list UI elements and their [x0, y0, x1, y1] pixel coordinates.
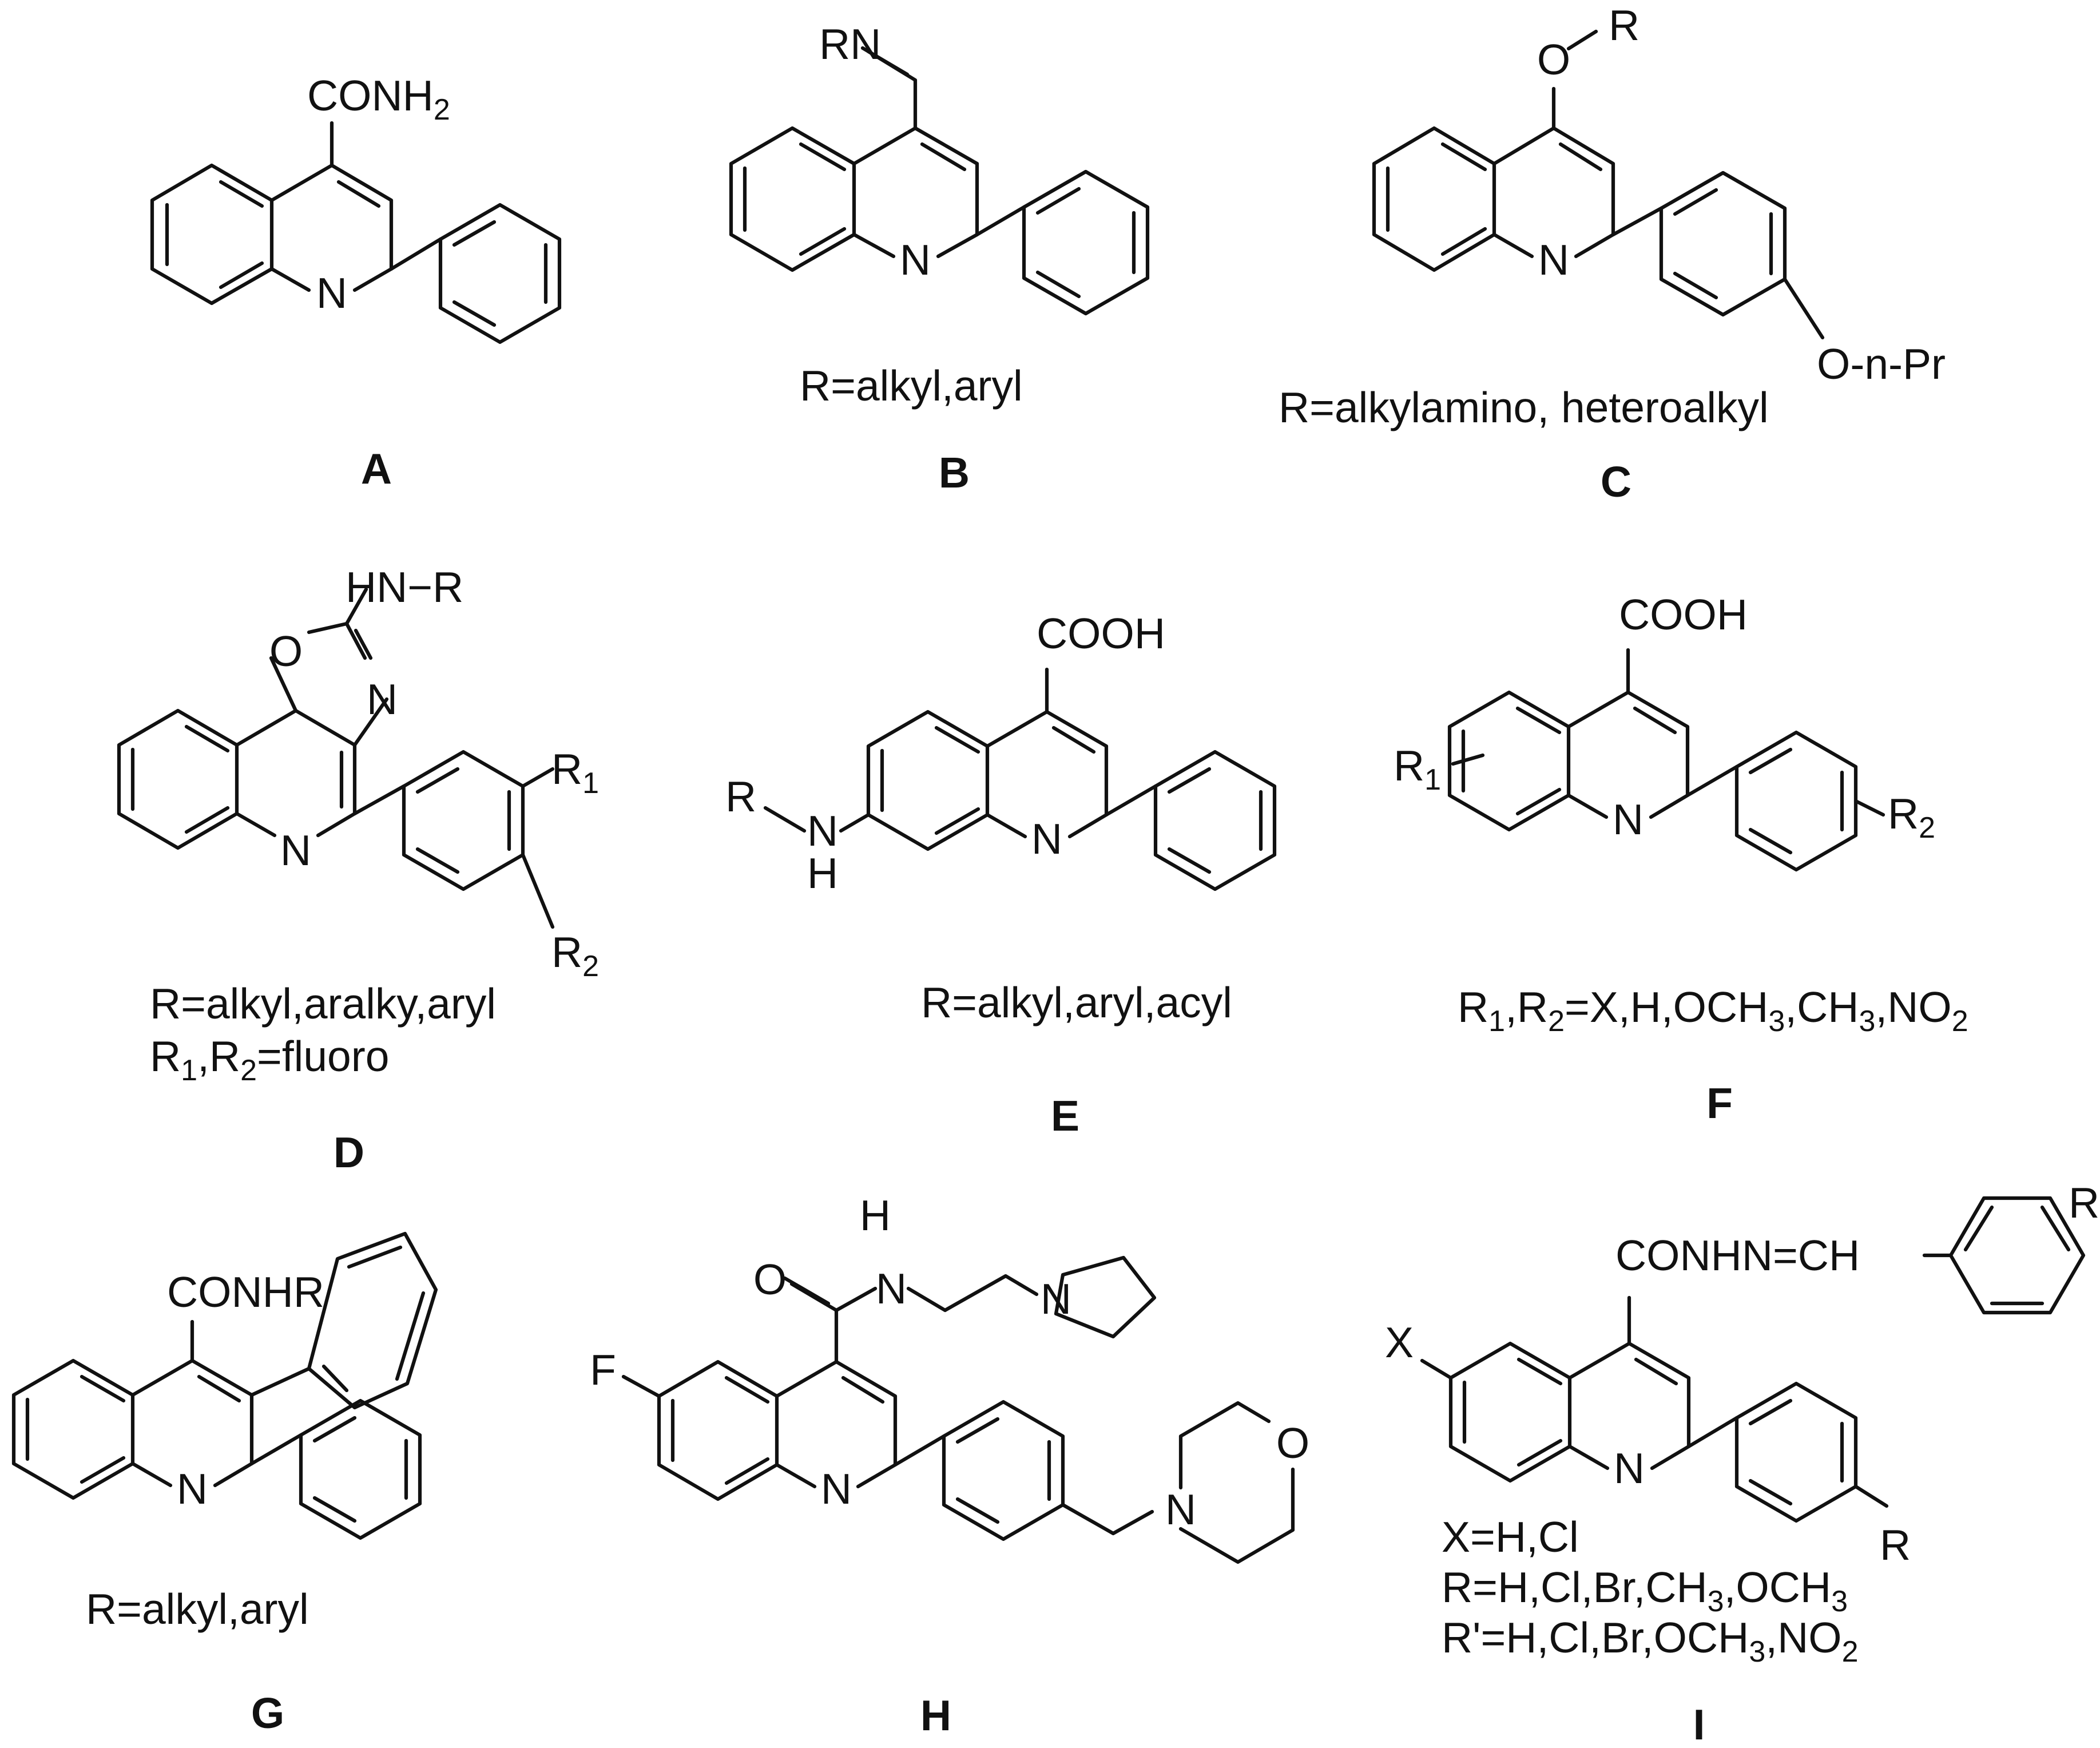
nitrogen-atom: N: [1613, 795, 1644, 843]
r1-substituent: R1: [551, 745, 599, 800]
r2-substituent: R2: [551, 928, 599, 983]
amide-nitrogen: N: [876, 1265, 907, 1313]
benzo-ring: [657, 1359, 779, 1501]
phenyl-ring: [1734, 1381, 1858, 1523]
phenyl-ring: [1659, 171, 1787, 317]
phenyl-ring: [438, 203, 562, 344]
oxazole-oxygen: O: [269, 627, 303, 675]
nitrogen-atom: N: [900, 236, 931, 284]
x-substituent: X: [1385, 1318, 1414, 1366]
r-caption: R=H,Cl,Br,CH3,OCH3: [1442, 1563, 1848, 1618]
benzo-ring: [729, 126, 856, 272]
amide-hydrogen: H: [860, 1191, 891, 1239]
nitrogen-atom: N: [177, 1465, 208, 1513]
benzo-ring: [866, 709, 990, 851]
benzo-ring: [11, 1358, 135, 1500]
hydrazone-chain: CONHN=CH: [1615, 1231, 1860, 1279]
morpholine-oxygen: O: [1276, 1419, 1309, 1467]
phenyl-ring: [1734, 730, 1858, 872]
nitrogen-atom: N: [316, 269, 347, 317]
benzo-ring: [150, 163, 274, 306]
compound-d: HN−R O N N R1 R2 R=alkyl,aralky,aryl R1,…: [117, 563, 599, 1176]
compound-label: B: [939, 449, 970, 497]
r-group-caption: R=alkylamino, heteroalkyl: [1279, 383, 1769, 431]
phenyl-ring-3: [307, 1231, 438, 1410]
phenyl-ring: [1153, 750, 1277, 891]
oxygen-atom: O: [1537, 35, 1570, 84]
phenyl-ring: [402, 750, 525, 891]
compound-label: H: [920, 1691, 951, 1739]
nitrogen-atom: N: [1538, 236, 1569, 284]
r-prime-caption: R'=H,Cl,Br,OCH3,NO2: [1442, 1614, 1859, 1668]
amide-group: CONHR: [167, 1268, 324, 1316]
imine-group: RN: [819, 20, 881, 68]
nitrogen-atom: N: [1031, 815, 1062, 863]
r-substituent: R: [1880, 1521, 1911, 1569]
propoxy-group: O-n-Pr: [1817, 340, 1946, 388]
amine-hydrogen: H: [807, 849, 838, 897]
compound-label: I: [1693, 1701, 1705, 1748]
r-group-caption: R=alkyl,aryl: [800, 362, 1023, 410]
phenyl-ring-2: [299, 1398, 422, 1540]
benzo-ring: [1372, 126, 1496, 272]
oxazole-nitrogen: N: [367, 675, 398, 723]
morpholine-nitrogen: N: [1165, 1485, 1196, 1533]
compound-b: RN N R=alkyl,aryl B: [729, 20, 1150, 497]
compound-g: CONHR N R=alkyl,aryl G: [11, 1231, 438, 1737]
pyrrolidine-nitrogen: N: [1041, 1275, 1071, 1323]
nitrogen-atom: N: [1614, 1444, 1645, 1492]
compound-i: CONHN=CH R' X N R X=H,Cl R=H,Cl,Br,CH3,O…: [1385, 1179, 2100, 1748]
pyrrolidine-ring: [1054, 1255, 1157, 1339]
r2-substituent: R2: [1888, 790, 1935, 845]
phenyl-ring: [1022, 169, 1150, 316]
compound-label: C: [1601, 458, 1631, 506]
r1-r2-caption: R1,R2=fluoro: [150, 1032, 389, 1087]
amide-group: CONH2: [307, 72, 450, 126]
r-group-caption: R=alkyl,aralky,aryl: [150, 980, 496, 1028]
compound-label: A: [361, 445, 392, 493]
r-atom: R: [725, 772, 756, 821]
compound-f: COOH R1 N R2 R1,R2=X,H,OCH3,CH3,NO2 F: [1394, 590, 1968, 1127]
compound-e: COOH R N H N R=alkyl,aryl,acyl E: [725, 609, 1277, 1140]
carboxylic-acid-group: COOH: [1619, 590, 1748, 639]
benzo-ring: [1448, 1341, 1572, 1483]
benzylidene-ring: [1948, 1196, 2086, 1315]
r1-substituent: R1: [1394, 742, 1441, 796]
compound-label: G: [251, 1689, 284, 1737]
r-prime-substituent: R': [2069, 1179, 2100, 1227]
r-group-caption: R=alkyl,aryl,acyl: [921, 978, 1232, 1026]
amino-group: HN−R: [346, 563, 463, 611]
fluorine-atom: F: [590, 1346, 616, 1394]
substituent-caption: R1,R2=X,H,OCH3,CH3,NO2: [1458, 983, 1968, 1038]
compound-label: D: [334, 1128, 364, 1176]
r-atom: R: [1609, 1, 1639, 49]
benzo-ring: [117, 708, 239, 850]
compound-c: O R N O-n-Pr R=alkylamino, heteroalkyl C: [1279, 1, 1946, 506]
phenyl-ring: [942, 1400, 1065, 1541]
nitrogen-atom: N: [821, 1465, 852, 1513]
amine-nitrogen: N: [807, 807, 838, 855]
carboxylic-acid-group: COOH: [1037, 609, 1165, 657]
r-group-caption: R=alkyl,aryl: [86, 1585, 309, 1633]
carbonyl-oxygen: O: [753, 1255, 787, 1303]
compound-h: H N O F N N N O H: [590, 1191, 1309, 1739]
compound-label: E: [1051, 1092, 1079, 1140]
x-caption: X=H,Cl: [1442, 1513, 1579, 1561]
compound-label: F: [1706, 1079, 1733, 1127]
nitrogen-atom: N: [280, 826, 311, 874]
compound-a: CONH2 N A: [150, 72, 562, 493]
